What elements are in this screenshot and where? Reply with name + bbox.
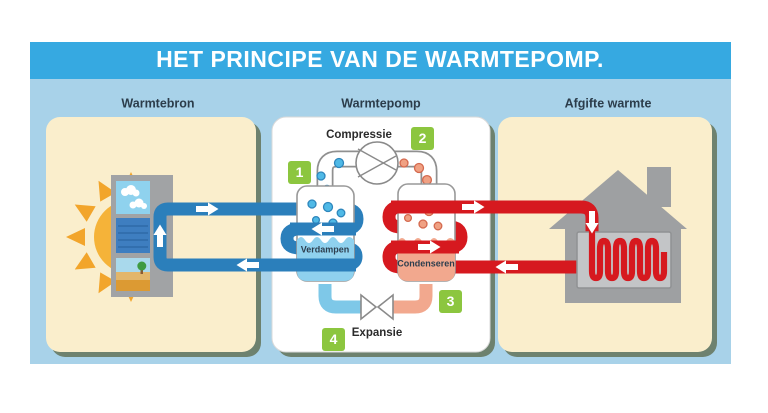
air-source-tile — [116, 181, 150, 214]
compression-label: Compressie — [326, 129, 392, 141]
expansion-label: Expansie — [352, 327, 403, 339]
condenser-label: Condenseren — [397, 258, 455, 268]
step-badge-3: 3 — [439, 290, 462, 313]
step-number-4: 4 — [330, 331, 338, 347]
step-badge-1: 1 — [288, 161, 311, 184]
compressor-icon — [355, 141, 399, 185]
step-badge-2: 2 — [411, 127, 434, 150]
section-label-pump: Warmtepomp — [341, 96, 421, 110]
section-label-delivery: Afgifte warmte — [565, 96, 652, 110]
evaporator-label: Verdampen — [301, 244, 350, 254]
step-number-1: 1 — [296, 164, 304, 180]
liquid-refrigerant-pipe-hot — [391, 284, 433, 314]
section-label-source: Warmtebron — [121, 96, 194, 110]
ground-source-tile — [116, 258, 150, 291]
page-title: HET PRINCIPE VAN DE WARMTEPOMP. — [156, 46, 604, 72]
step-badge-4: 4 — [322, 328, 345, 351]
condenser-vessel: Condenseren — [397, 183, 456, 282]
title-bar — [30, 42, 731, 79]
water-source-tile — [116, 218, 150, 253]
radiator-icon — [576, 231, 672, 289]
step-number-3: 3 — [447, 293, 455, 309]
radiator-coil — [588, 231, 668, 282]
step-number-2: 2 — [419, 130, 427, 146]
expansion-valve-icon — [360, 293, 394, 321]
liquid-refrigerant-pipe-cold — [318, 284, 363, 314]
